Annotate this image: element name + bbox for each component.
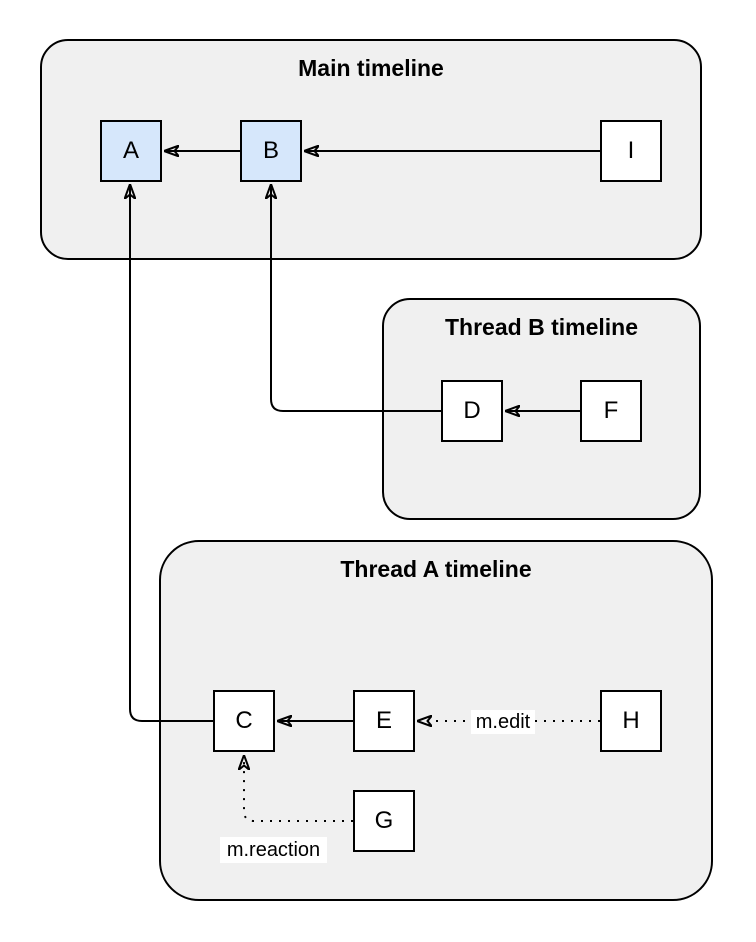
event-box-g: G [353,790,415,852]
container-thread-b-timeline: Thread B timeline [382,298,701,520]
main-timeline-title: Main timeline [298,55,444,81]
edge-g-to-c [244,755,353,822]
event-box-i: I [600,120,662,182]
event-box-a: A [100,120,162,182]
edge-label-m-reaction: m.reaction [220,837,327,863]
event-box-d: D [441,380,503,442]
event-box-e: E [353,690,415,752]
edge-d-to-b [271,184,441,412]
event-box-f: F [580,380,642,442]
thread-b-timeline-title: Thread B timeline [445,314,638,340]
event-box-c: C [213,690,275,752]
event-box-h: H [600,690,662,752]
thread-a-timeline-title: Thread A timeline [340,556,532,582]
event-box-b: B [240,120,302,182]
edge-c-to-a [130,184,213,722]
edge-label-m-edit: m.edit [471,710,535,734]
